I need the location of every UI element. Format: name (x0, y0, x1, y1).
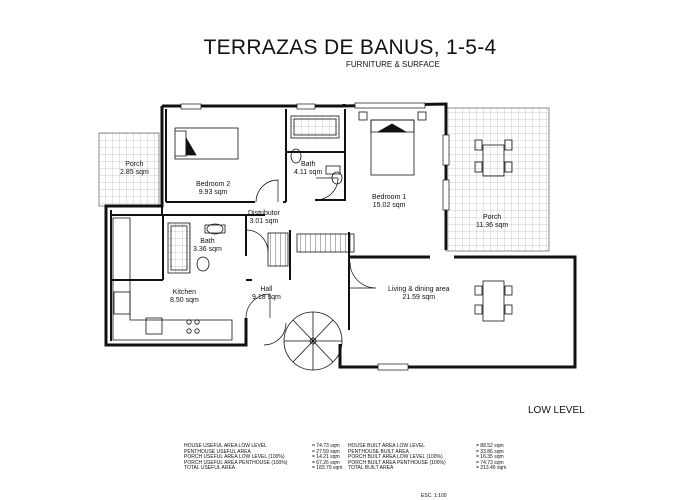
table-dining (474, 280, 513, 322)
area-table-right-values: = 88.52 sqm = 33.86 sqm = 16.35 sqm = 74… (476, 443, 507, 472)
area-table-right-labels: HOUSE BUILT AREA LOW LEVEL PENTHOUSE BUI… (348, 443, 446, 472)
level-label: LOW LEVEL (528, 405, 585, 416)
doors (245, 177, 377, 346)
scale-label: ESC. 1:100 (421, 493, 447, 499)
area-table-left-labels: HOUSE USEFUL AREA LOW LEVEL PENTHOUSE US… (184, 443, 288, 472)
bath-mid-fixtures (167, 222, 226, 274)
bath-top-fixtures (290, 115, 343, 185)
plan-title: TERRAZAS DE BANUS, 1-5-4 (203, 36, 497, 59)
area-table-left-values: = 74.73 sqm = 27.59 sqm = 14.21 sqm = 67… (312, 443, 343, 472)
porch-left-tiles (98, 132, 160, 207)
bed-bedroom2 (174, 127, 239, 160)
plan-subtitle: FURNITURE & SURFACE (346, 60, 440, 69)
windows (180, 102, 450, 371)
spiral-staircase (283, 311, 343, 371)
table-porch (474, 139, 513, 177)
stairs (267, 232, 355, 267)
bed-bedroom1 (358, 111, 427, 176)
kitchen-counter (112, 217, 233, 341)
porch-right-tiles (445, 107, 550, 252)
